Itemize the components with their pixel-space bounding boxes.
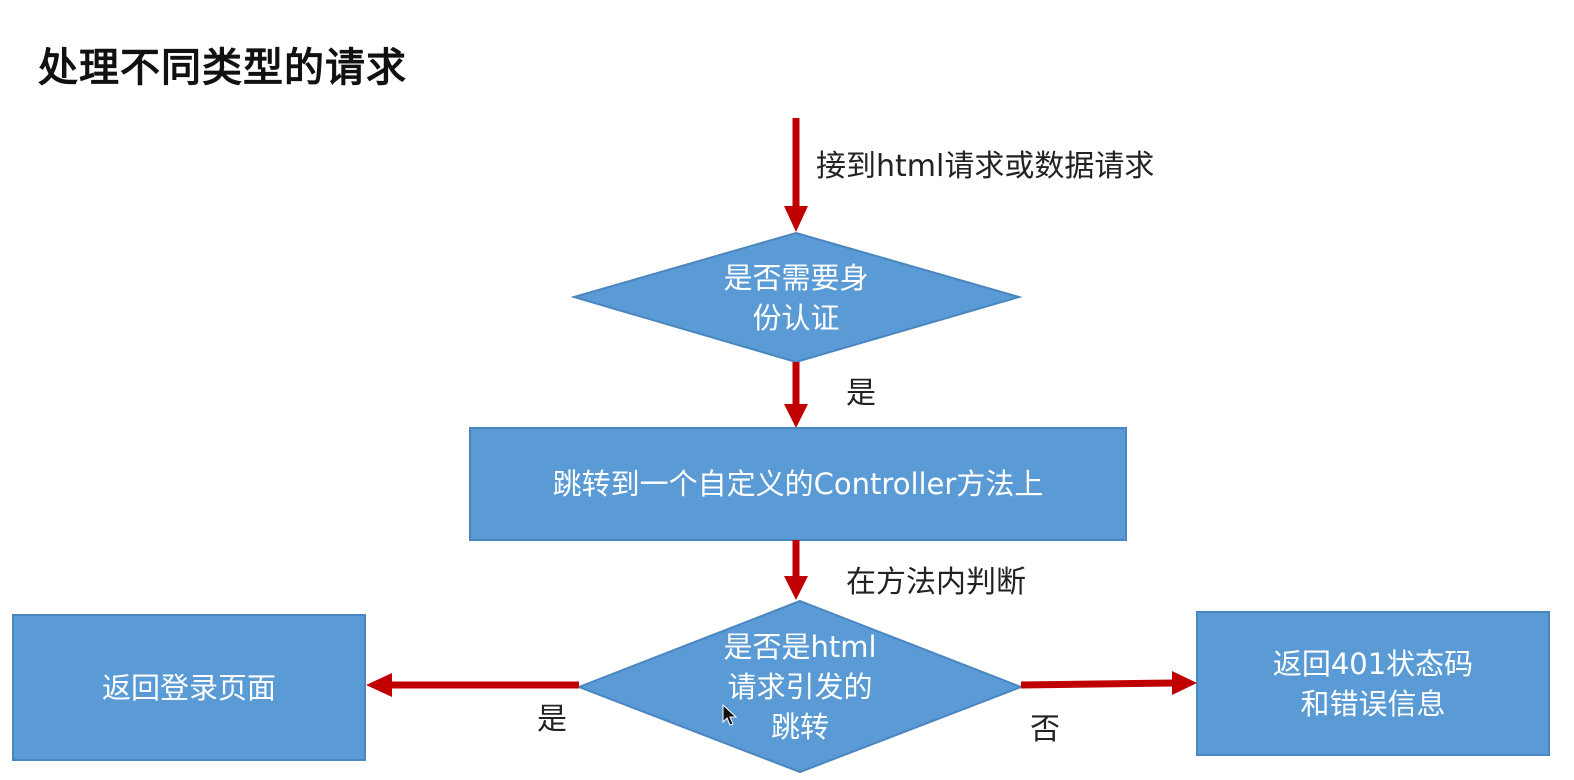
error-box-line2: 和错误信息 (1300, 686, 1446, 721)
controller-box-text: 跳转到一个自定义的Controller方法上 (552, 467, 1044, 501)
controller-box (469, 427, 1127, 541)
yes-arrow (366, 673, 579, 697)
error-box-text: 返回401状态码 和错误信息 (1197, 612, 1549, 755)
judge-arrow (784, 540, 808, 600)
auth-yes-label: 是 (846, 376, 876, 411)
mouse-cursor-icon (722, 704, 738, 726)
auth-decision-text: 是否需要身 份认证 (640, 254, 952, 342)
no-arrow (1020, 671, 1197, 695)
error-box (1196, 611, 1550, 756)
html-decision-diamond (576, 599, 1024, 774)
login-box (12, 614, 366, 761)
yes-label: 是 (537, 702, 567, 737)
entry-arrow (784, 118, 808, 232)
entry-label: 接到html请求或数据请求 (816, 149, 1155, 184)
login-box-text: 返回登录页面 (101, 670, 276, 705)
html-decision-line2: 请求引发的 (727, 670, 873, 704)
no-label: 否 (1030, 712, 1060, 747)
judge-label: 在方法内判断 (846, 565, 1026, 600)
auth-yes-arrow (784, 362, 808, 428)
html-decision-text: 是否是html 请求引发的 跳转 (660, 622, 940, 752)
error-box-line1: 返回401状态码 (1272, 646, 1474, 681)
page-title: 处理不同类型的请求 (38, 45, 407, 91)
html-decision-line1: 是否是html (723, 630, 877, 664)
auth-decision-line1: 是否需要身 (723, 261, 869, 295)
html-decision-line3: 跳转 (770, 710, 829, 744)
auth-decision-line2: 份认证 (752, 301, 840, 335)
